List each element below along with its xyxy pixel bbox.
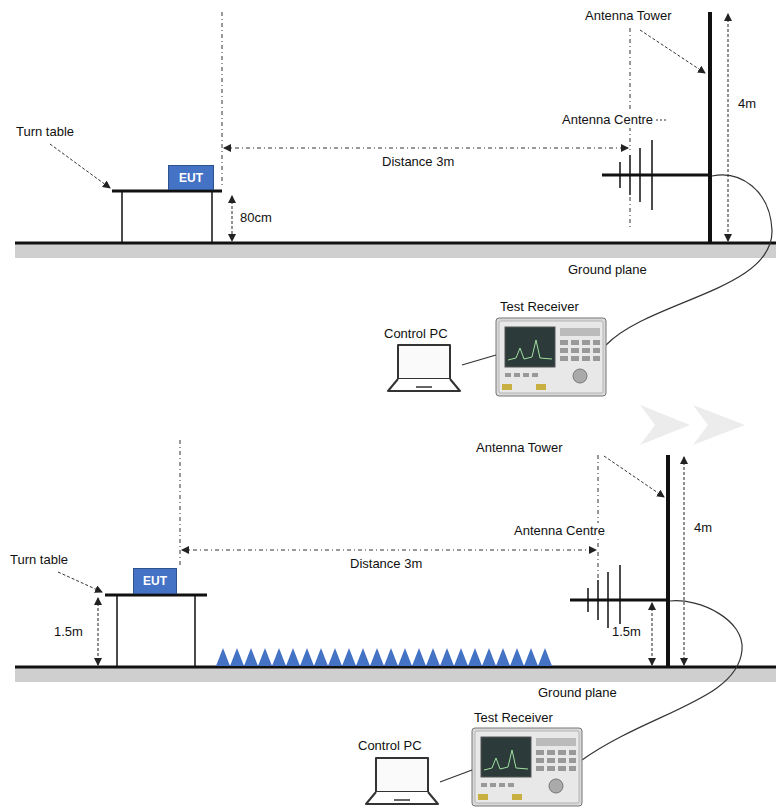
eut-label: EUT: [143, 574, 167, 588]
callout-label: Antenna Centre: [560, 112, 655, 128]
callout-label: Control PC: [356, 738, 424, 754]
callout-label: Antenna Centre: [512, 523, 607, 539]
dimension-label: 1.5m: [52, 624, 85, 640]
eut-label: EUT: [179, 171, 203, 185]
callout-label: Test Receiver: [498, 299, 581, 315]
callout-label: Ground plane: [566, 262, 649, 278]
eut-box: EUT: [168, 165, 214, 190]
callout-label: Test Receiver: [472, 710, 555, 726]
callout-label: Antenna Tower: [583, 8, 674, 24]
dimension-label: 1.5m: [610, 624, 643, 640]
callout-label: Control PC: [382, 326, 450, 342]
dimension-label: 4m: [736, 96, 758, 112]
callout-label: Ground plane: [536, 685, 619, 701]
dimension-label: Distance 3m: [380, 154, 456, 170]
eut-box: EUT: [133, 568, 177, 594]
dimension-label: 4m: [692, 520, 714, 536]
callout-label: Turn table: [8, 552, 70, 568]
dimension-label: Distance 3m: [348, 556, 424, 572]
callout-label: Antenna Tower: [474, 440, 565, 456]
dimension-label: 80cm: [238, 210, 274, 226]
callout-label: Turn table: [14, 124, 76, 140]
